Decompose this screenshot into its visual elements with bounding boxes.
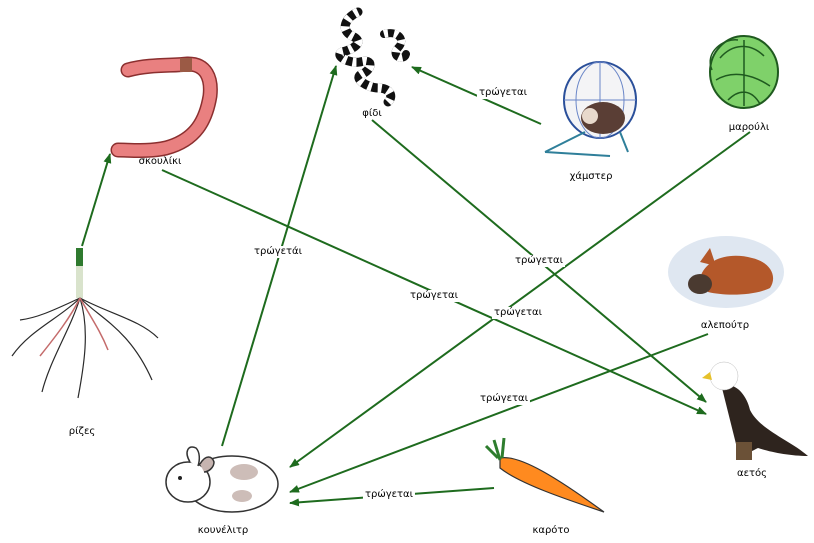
lettuce-icon <box>709 35 779 109</box>
node-label-snake: φίδι <box>362 108 382 119</box>
carrot-icon <box>484 437 605 513</box>
node-label-eagle: αετός <box>736 468 768 479</box>
node-label-roots: ρίζες <box>68 426 96 437</box>
node-label-carrot: καρότο <box>532 525 570 536</box>
node-label-hamster: χάμστερ <box>569 171 613 182</box>
edge-arrow-fox-rabbit <box>289 333 709 493</box>
hamster-icon <box>544 61 637 157</box>
fox-icon <box>668 236 784 308</box>
edge-arrow-roots-worm <box>81 153 112 247</box>
edge-arrow-lettuce-rabbit <box>289 131 751 468</box>
edge-label-lettuce-rabbit: τρώγεται <box>491 307 545 319</box>
node-label-rabbit: κουνέλιτρ <box>197 525 249 536</box>
edges-layer <box>81 65 751 507</box>
node-label-lettuce: μαρούλι <box>728 122 770 133</box>
edge-label-snake-eagle: τρώγεται <box>512 255 566 267</box>
icons-layer <box>11 7 808 513</box>
edge-label-worm-eagle: τρώγεται <box>407 290 461 302</box>
node-label-worm: σκουλίκι <box>138 156 182 167</box>
roots-icon <box>11 248 159 399</box>
node-label-fox: αλεπούτρ <box>700 320 750 331</box>
edge-label-rabbit-snake: τρώγετάι <box>251 246 305 258</box>
edge-label-hamster-snake: τρώγεται <box>476 87 530 99</box>
rabbit-icon <box>165 446 279 513</box>
edge-label-fox-rabbit: τρώγεται <box>477 393 531 405</box>
edge-label-carrot-rabbit: τρώγεται <box>362 489 416 501</box>
edge-arrow-hamster-snake <box>411 66 542 125</box>
worm-icon <box>110 56 218 158</box>
eagle-icon <box>702 361 808 460</box>
snake-icon <box>335 7 410 107</box>
